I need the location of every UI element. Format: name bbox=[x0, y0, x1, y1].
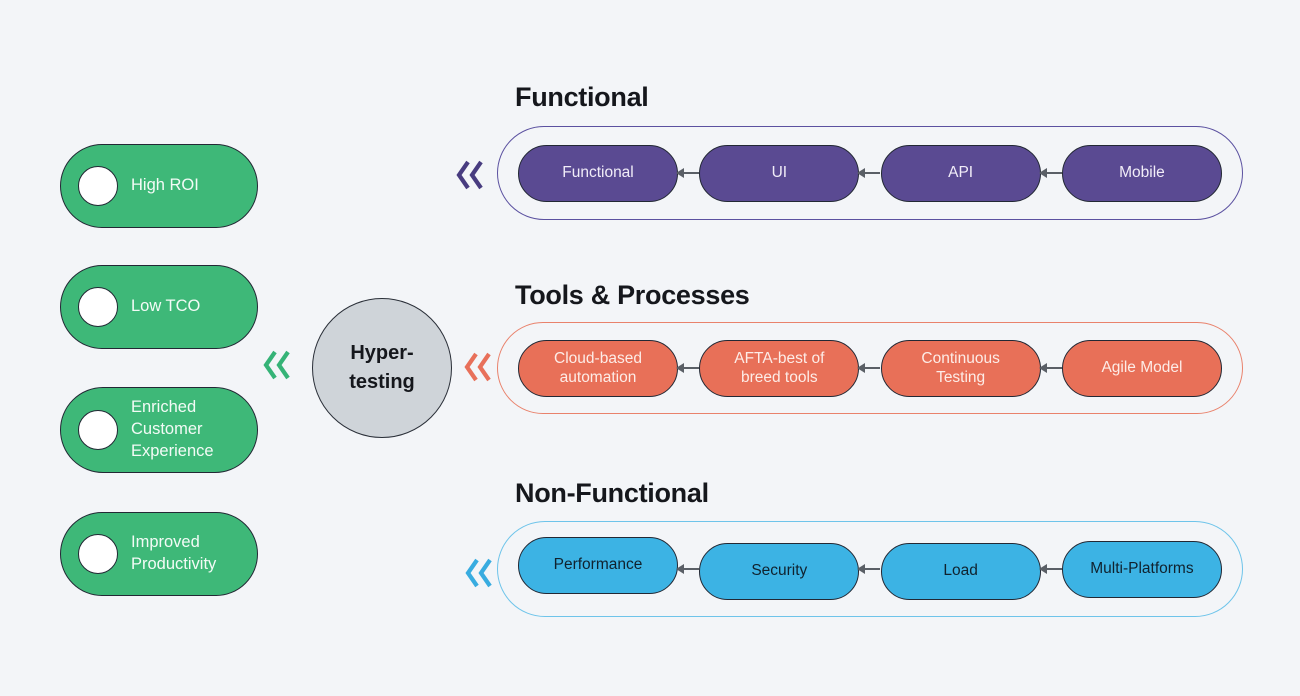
hub-label: Hyper-testing bbox=[349, 342, 415, 393]
chevron-double-left-icon-tools bbox=[463, 350, 493, 384]
pill-label: Functional bbox=[562, 164, 634, 182]
pill-label: Performance bbox=[553, 556, 643, 574]
pill-label: API bbox=[948, 164, 974, 182]
pill-label: AFTA-best of breed tools bbox=[734, 349, 825, 386]
pill-afta-best-of-breed-tools: AFTA-best of breed tools bbox=[699, 339, 860, 397]
benefit-label: High ROI bbox=[131, 176, 199, 195]
arrow-left-connector bbox=[676, 564, 700, 574]
arrow-left-connector bbox=[676, 363, 700, 373]
chevron-double-left-icon-non-functional bbox=[464, 556, 494, 590]
pill-label: Multi-Platforms bbox=[1090, 560, 1194, 578]
bullet-circle-icon bbox=[78, 534, 118, 574]
benefit-pill-improved-productivity: Improved Productivity bbox=[60, 512, 258, 596]
section-title-functional: Functional bbox=[515, 82, 649, 112]
arrow-left-connector bbox=[857, 564, 881, 574]
pill-performance: Performance bbox=[518, 536, 678, 594]
bullet-circle-icon bbox=[78, 410, 118, 450]
hyper-testing-hub: Hyper-testing bbox=[312, 298, 452, 438]
tools-processes-track: Cloud-based automation AFTA-best of bree… bbox=[497, 322, 1243, 414]
benefit-label: Enriched Customer Experience bbox=[131, 398, 214, 460]
non-functional-track: Performance Security Load Multi-Platform… bbox=[497, 521, 1243, 617]
pill-label: UI bbox=[771, 164, 788, 182]
chevron-double-left-icon-functional bbox=[455, 158, 485, 192]
arrow-left-connector bbox=[1038, 564, 1062, 574]
pill-cloud-based-automation: Cloud-based automation bbox=[518, 339, 678, 397]
arrow-left-connector bbox=[1038, 363, 1062, 373]
functional-track: Functional UI API Mobile bbox=[497, 126, 1243, 220]
benefit-pill-low-tco: Low TCO bbox=[60, 265, 258, 349]
pill-load: Load bbox=[880, 542, 1041, 600]
bullet-circle-icon bbox=[78, 166, 118, 206]
arrow-left-connector bbox=[1038, 168, 1062, 178]
bullet-circle-icon bbox=[78, 287, 118, 327]
arrow-left-connector bbox=[857, 363, 881, 373]
pill-continuous-testing: Continuous Testing bbox=[880, 339, 1041, 397]
pill-multi-platforms: Multi-Platforms bbox=[1061, 540, 1222, 598]
benefit-label: Improved Productivity bbox=[131, 533, 217, 573]
benefit-pill-high-roi: High ROI bbox=[60, 144, 258, 228]
pill-label: Security bbox=[751, 562, 808, 580]
pill-api: API bbox=[880, 144, 1041, 202]
benefit-pill-enriched-customer-experience: Enriched Customer Experience bbox=[60, 387, 258, 473]
pill-label: Continuous Testing bbox=[921, 349, 1000, 386]
pill-security: Security bbox=[699, 542, 860, 600]
arrow-left-connector bbox=[857, 168, 881, 178]
section-title-non-functional: Non-Functional bbox=[515, 478, 709, 508]
pill-label: Load bbox=[943, 562, 978, 580]
section-title-tools-processes: Tools & Processes bbox=[515, 280, 750, 310]
pill-label: Agile Model bbox=[1101, 359, 1183, 377]
arrow-left-connector bbox=[676, 168, 700, 178]
benefit-label: Low TCO bbox=[131, 297, 201, 316]
pill-ui: UI bbox=[699, 144, 860, 202]
pill-label: Cloud-based automation bbox=[554, 349, 642, 386]
pill-functional: Functional bbox=[518, 144, 678, 202]
pill-agile-model: Agile Model bbox=[1061, 339, 1222, 397]
chevron-double-left-icon-benefits bbox=[262, 348, 292, 382]
pill-label: Mobile bbox=[1119, 164, 1165, 182]
pill-mobile: Mobile bbox=[1061, 144, 1222, 202]
